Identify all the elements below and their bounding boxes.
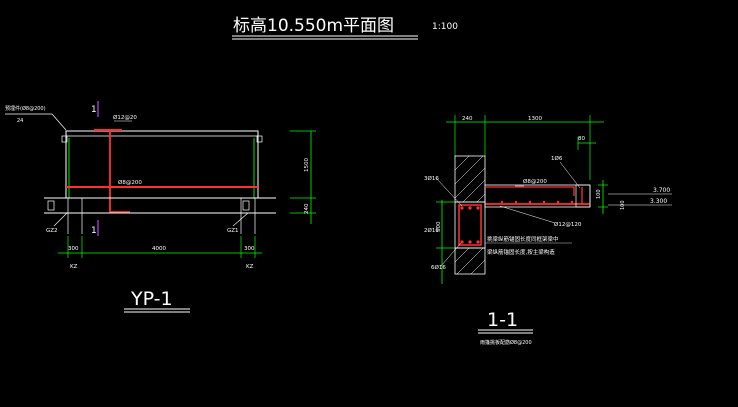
sec-note-line1: 挑梁纵筋锚固长度同框架梁中 (487, 235, 559, 243)
sec-beam-bars (460, 206, 480, 244)
yp1-top-rebar-label: Ø12@20 (113, 114, 137, 121)
yp1-axis-left: KZ (70, 264, 78, 270)
yp1-dim-bottom: 240 (304, 203, 310, 214)
yp1-beam-right-leader (232, 212, 249, 227)
sec-slab-edge-up (575, 184, 591, 208)
yp1-top-note: 预埋件(Ø8@200) (5, 105, 46, 112)
sec-wall-lower (454, 247, 486, 275)
sec-slab-thk-1: 100 (596, 189, 602, 199)
yp1-dim-height: 1500 (304, 158, 310, 172)
yp1-hook-bar (109, 130, 130, 213)
sec-level-top: 3.700 (653, 187, 670, 194)
yp1-mid-rebar-label: Ø8@200 (118, 179, 142, 186)
sec-rebar-edge-leader (559, 161, 581, 189)
yp1-axis-right: KZ (246, 264, 254, 270)
sec-note-line2: 梁纵筋锚固长度,按主梁构造 (487, 248, 555, 256)
sec-rebar-beam: 2Ø16 (424, 227, 439, 234)
yp1-bearing-left (47, 200, 55, 211)
yp1-slab-corner-right (256, 135, 263, 143)
sec-dim-wall: 240 (462, 116, 473, 122)
section-sublabel: 雨篷挑板配筋Ø8@200 (480, 339, 532, 346)
yp1-beam-left-label: GZ2 (46, 228, 58, 234)
yp1-dim-left: 300 (68, 246, 79, 252)
sec-level-bottom: 3.300 (650, 198, 667, 205)
yp1-note-leader (5, 113, 67, 131)
sec-rebar-top-left: 3Ø16 (424, 175, 439, 182)
sec-rebar-bottom-leader (440, 242, 462, 267)
sec-slab-dots (500, 200, 574, 204)
section-label: 1-1 (487, 309, 518, 331)
sec-rebar-stirrup: Ø12@120 (554, 221, 582, 228)
sec-beam-height: 500 (436, 221, 442, 232)
yp1-plan: 预埋件(Ø8@200) 24 1 1 Ø12@20 Ø8@200 GZ (5, 101, 316, 313)
sec-dim-tip: 80 (578, 136, 585, 142)
yp1-bearing-right (242, 200, 250, 211)
sec-rebar-edge: 1Ø6 (551, 155, 563, 162)
sec-slab-top-bar (485, 186, 575, 196)
sec-rebar-top-left-leader (435, 177, 463, 207)
yp1-dim-right: 300 (244, 246, 255, 252)
yp1-section-mark-bottom: 1 (91, 226, 97, 236)
sec-wall-upper-hatch (454, 155, 486, 203)
sec-dim-cant: 1300 (528, 116, 542, 122)
sec-rebar-main: Ø8@200 (523, 178, 547, 185)
yp1-top-note-dim: 24 (17, 118, 23, 124)
section-1-1: 240 1300 80 (424, 115, 672, 346)
yp1-dim-center: 4000 (152, 246, 166, 252)
yp1-slab-corner-left (61, 135, 68, 143)
yp1-section-mark-top: 1 (91, 105, 97, 115)
yp1-beam-left-leader (53, 212, 68, 227)
yp1-label: YP-1 (130, 288, 173, 310)
drawing-scale: 1:100 (432, 22, 458, 32)
sec-wall-lower-hatch (454, 247, 486, 275)
yp1-beam-right-label: GZ1 (227, 228, 239, 234)
sec-rebar-bottom: 6Ø16 (431, 264, 446, 271)
sec-beam-stirrup (458, 204, 482, 246)
drawing-title: 标高10.550m平面图 (233, 16, 394, 36)
sec-rebar-stirrup-leader (499, 205, 556, 224)
